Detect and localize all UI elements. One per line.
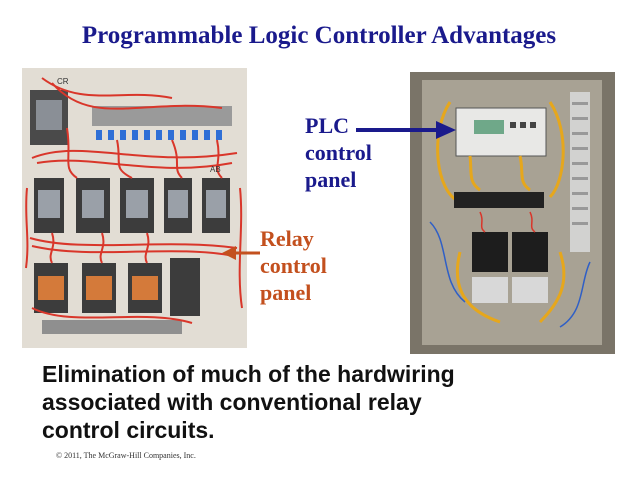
plc-panel-photo [410,72,615,354]
body-line-1: Elimination of much of the hardwiring [42,361,455,387]
relay-arrow-icon [222,246,260,260]
plc-label-line-3: panel [305,167,357,192]
body-line-3: control circuits. [42,417,215,443]
relay-panel-photo: CR AB [22,68,247,348]
relay-label-line-3: panel [260,280,312,305]
plc-label-line-2: control [305,140,372,165]
relay-control-panel-label: Relay control panel [260,225,327,306]
relay-photo-cr-label: CR [57,77,69,86]
relay-label-line-1: Relay [260,226,314,251]
copyright-notice: © 2011, The McGraw-Hill Companies, Inc. [56,451,196,460]
slide-title: Programmable Logic Controller Advantages [81,22,557,49]
plc-control-panel-label: PLC control panel [305,112,372,193]
slide-body-text: Elimination of much of the hardwiring as… [42,360,622,444]
plc-label-line-1: PLC [305,113,349,138]
relay-label-line-2: control [260,253,327,278]
relay-photo-ab-label: AB [210,165,221,174]
body-line-2: associated with conventional relay [42,389,422,415]
plc-arrow-icon [356,121,456,139]
